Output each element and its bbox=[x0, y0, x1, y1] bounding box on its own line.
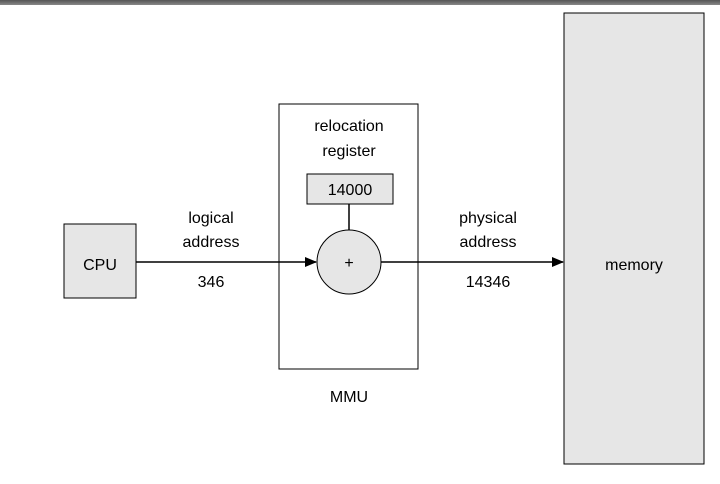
relocation-register-label-line2: register bbox=[322, 143, 376, 160]
physical-label-line1: physical bbox=[459, 210, 517, 227]
logical-label-line1: logical bbox=[188, 210, 233, 227]
memory-box bbox=[563, 12, 705, 465]
physical-label-line2: address bbox=[460, 234, 517, 251]
cpu-label: CPU bbox=[83, 257, 117, 274]
memory-label: memory bbox=[605, 257, 663, 274]
logical-value: 346 bbox=[198, 274, 225, 291]
mmu-label: MMU bbox=[330, 389, 368, 406]
relocation-register-label-line1: relocation bbox=[314, 118, 383, 135]
top-border bbox=[0, 0, 720, 5]
adder-symbol: + bbox=[344, 255, 353, 272]
physical-value: 14346 bbox=[466, 274, 511, 291]
cpu-box bbox=[63, 223, 137, 299]
relocation-register-box bbox=[306, 173, 394, 205]
logical-label-line2: address bbox=[183, 234, 240, 251]
relocation-register-value: 14000 bbox=[328, 182, 373, 199]
